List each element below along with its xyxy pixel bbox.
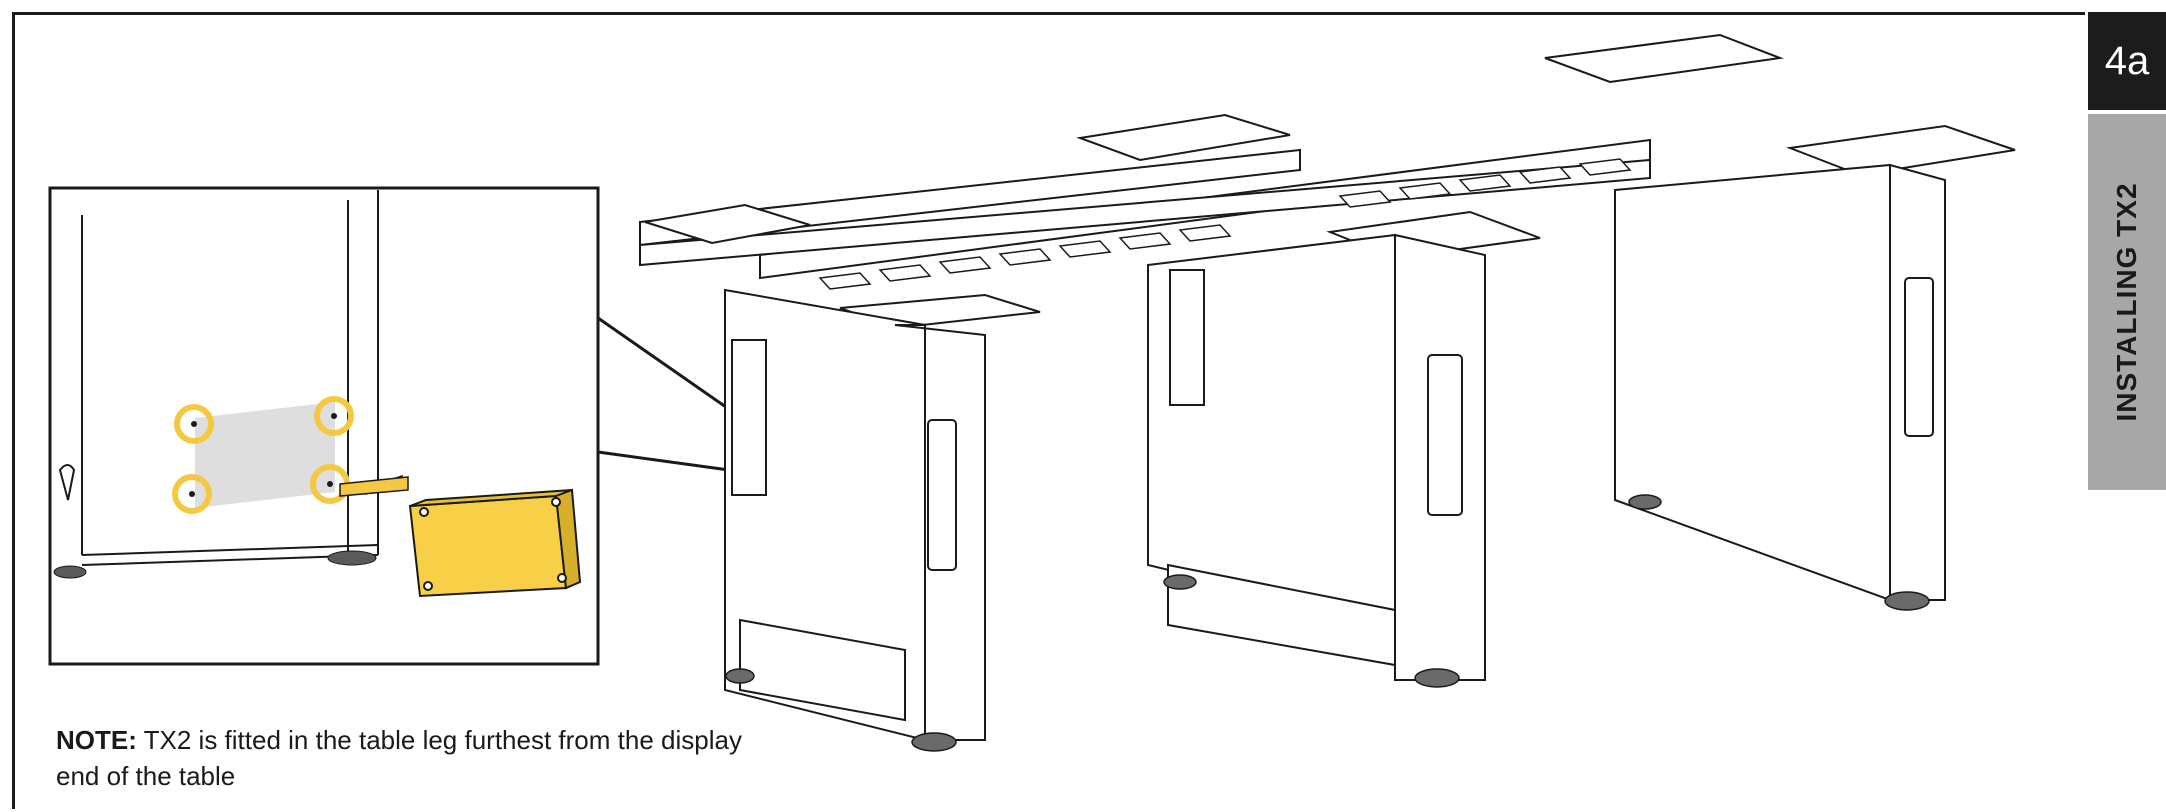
step-number-tab: 4a [2088,12,2166,110]
beam-slots [818,158,1632,290]
table-frame-drawing [639,33,2016,742]
page-frame [12,12,2085,809]
mounting-area [195,402,335,508]
section-tab: INSTALLING TX2 [2088,114,2166,490]
note-text: NOTE: TX2 is fitted in the table leg fur… [56,722,756,794]
note-label: NOTE: [56,725,137,755]
leveling-feet [725,494,1930,752]
note-body: TX2 is fitted in the table leg furthest … [56,725,742,791]
step-number: 4a [2104,38,2150,83]
tx2-component [408,488,582,598]
